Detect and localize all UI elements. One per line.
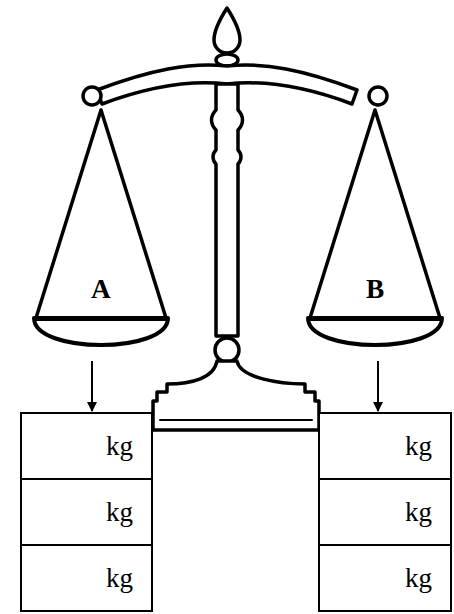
pointer-arrow	[91, 361, 93, 411]
base	[153, 361, 319, 430]
unit-label: kg	[106, 563, 133, 594]
pan-outline	[30, 104, 172, 360]
weight-box: kg	[20, 412, 153, 480]
pan-rim	[310, 319, 440, 321]
pan-rim	[36, 319, 166, 321]
weight-box: kg	[20, 478, 153, 546]
pillar	[212, 84, 243, 336]
scale-pan: A	[30, 104, 172, 360]
unit-label: kg	[405, 431, 432, 462]
weight-box: kg	[318, 412, 452, 480]
pan-bowl	[308, 318, 442, 345]
finial	[214, 8, 240, 53]
pointer-arrow	[377, 361, 379, 411]
hook	[369, 87, 387, 105]
pillar-knob	[215, 338, 239, 362]
scale-pan: B	[304, 104, 446, 360]
pan-bowl	[34, 318, 168, 345]
unit-label: kg	[106, 497, 133, 528]
unit-label: kg	[405, 497, 432, 528]
weight-box: kg	[318, 544, 452, 612]
pan-label: A	[30, 272, 172, 306]
hook	[83, 87, 101, 105]
base-line	[160, 419, 312, 421]
unit-label: kg	[106, 431, 133, 462]
pan-outline	[304, 104, 446, 360]
unit-label: kg	[405, 563, 432, 594]
pan-label: B	[304, 272, 446, 306]
weight-box: kg	[318, 478, 452, 546]
weight-box: kg	[20, 544, 153, 612]
